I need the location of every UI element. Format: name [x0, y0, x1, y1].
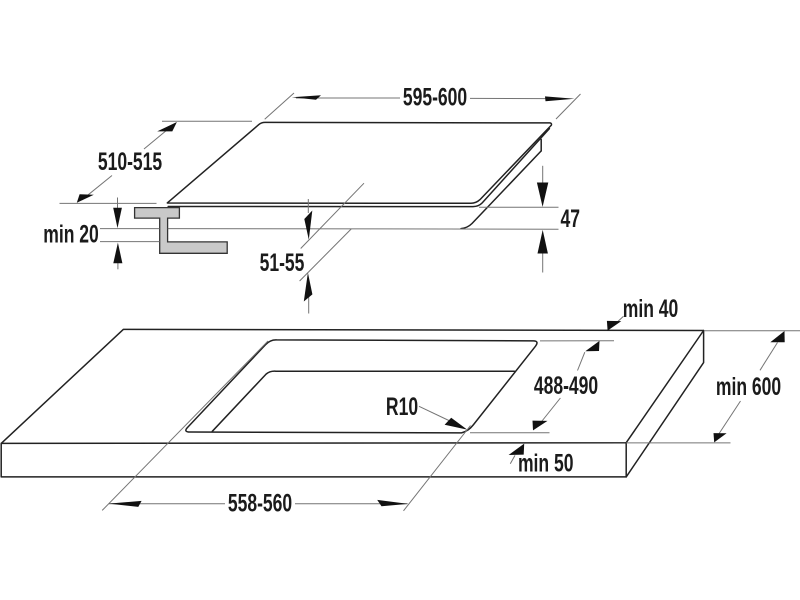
- svg-text:595-600: 595-600: [403, 84, 467, 112]
- svg-text:510-515: 510-515: [98, 148, 162, 176]
- svg-text:558-560: 558-560: [228, 490, 292, 518]
- svg-text:47: 47: [561, 205, 580, 233]
- svg-text:min 50: min 50: [518, 450, 574, 478]
- svg-text:488-490: 488-490: [534, 372, 598, 400]
- svg-text:R10: R10: [386, 393, 418, 421]
- svg-text:51-55: 51-55: [260, 249, 305, 277]
- svg-text:min 20: min 20: [43, 221, 99, 249]
- svg-text:min 40: min 40: [623, 295, 679, 323]
- svg-text:min 600: min 600: [716, 373, 781, 401]
